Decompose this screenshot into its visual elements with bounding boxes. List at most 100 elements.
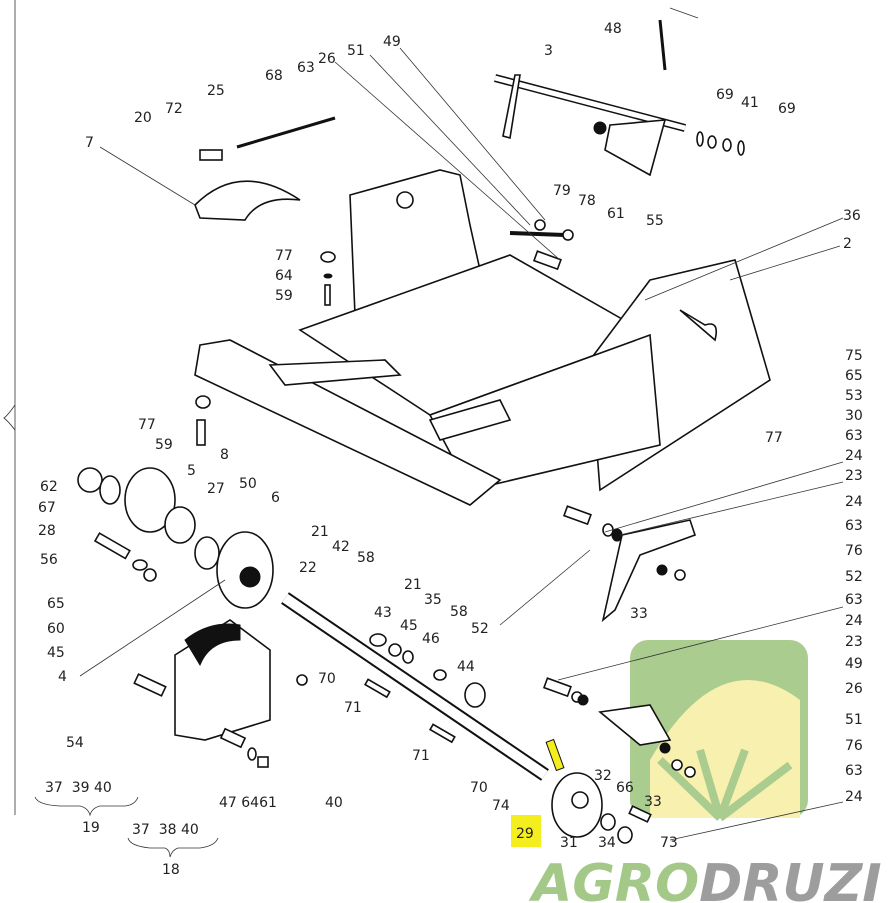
callout: 30 <box>845 408 863 424</box>
leader-lines <box>79 47 844 841</box>
callout: 23 <box>845 468 863 484</box>
callout: 78 <box>578 193 596 209</box>
watermark-logo <box>630 640 808 822</box>
callout: 6 <box>271 490 280 506</box>
lever-assembly <box>493 7 745 271</box>
callout: 70 <box>470 780 488 796</box>
callout: 76 <box>845 543 863 559</box>
callout: 33 <box>644 794 662 810</box>
callout: 65 <box>845 368 863 384</box>
callout: 69 <box>778 101 796 117</box>
callout: 42 <box>332 539 350 555</box>
callout: 37 38 40 <box>132 822 199 838</box>
callout: 22 <box>299 560 317 576</box>
callout: 51 <box>845 712 863 728</box>
callout: 63 <box>845 428 863 444</box>
callout: 72 <box>165 101 183 117</box>
callout: 23 <box>845 634 863 650</box>
callout: 24 <box>845 494 863 510</box>
callout: 47 6461 <box>219 795 277 811</box>
callout: 43 <box>374 605 392 621</box>
housing-bracket <box>133 619 308 768</box>
callout: 46 <box>422 631 440 647</box>
callout: 18 <box>162 862 180 878</box>
group-brace-19 <box>34 796 139 817</box>
callout: 32 <box>594 768 612 784</box>
callout: 25 <box>207 83 225 99</box>
callout: 56 <box>40 552 58 568</box>
callout: 36 <box>843 208 861 224</box>
callout: 70 <box>318 671 336 687</box>
callout: 63 <box>297 60 315 76</box>
callout: 26 <box>845 681 863 697</box>
callout: 21 <box>404 577 422 593</box>
watermark-text-druzi: DRUZI <box>699 854 881 903</box>
callout: 19 <box>82 820 100 836</box>
group-brace <box>3 404 16 431</box>
callout: 59 <box>275 288 293 304</box>
callout: 31 <box>560 835 578 851</box>
callout: 75 <box>845 348 863 364</box>
callout: 27 <box>207 481 225 497</box>
callout: 63 <box>845 592 863 608</box>
callout-labels: 68 63 26 51 49 3 48 25 72 20 7 69 41 69 … <box>38 21 863 878</box>
callout: 63 <box>845 518 863 534</box>
callout: 28 <box>38 523 56 539</box>
callout: 62 <box>40 479 58 495</box>
callout: 79 <box>553 183 571 199</box>
callout: 58 <box>357 550 375 566</box>
callout: 24 <box>845 448 863 464</box>
callout-highlighted: 29 <box>516 826 534 842</box>
cover-and-rod <box>194 116 336 446</box>
arm-assemblies <box>542 505 697 844</box>
callout: 68 <box>265 68 283 84</box>
callout: 73 <box>660 835 678 851</box>
callout: 52 <box>471 621 489 637</box>
callout: 37 39 40 <box>45 780 112 796</box>
callout: 51 <box>347 43 365 59</box>
callout: 4 <box>58 669 67 685</box>
callout: 58 <box>450 604 468 620</box>
watermark-text-agro: AGRO <box>528 854 699 903</box>
callout: 64 <box>275 268 293 284</box>
callout: 45 <box>47 645 65 661</box>
callout: 44 <box>457 659 475 675</box>
callout: 21 <box>311 524 329 540</box>
callout: 77 <box>765 430 783 446</box>
callout: 49 <box>383 34 401 50</box>
callout: 34 <box>598 835 616 851</box>
callout: 45 <box>400 618 418 634</box>
main-frame <box>194 169 771 506</box>
callout: 61 <box>607 206 625 222</box>
callout: 77 <box>138 417 156 433</box>
callout: 77 <box>275 248 293 264</box>
bearing-assembly <box>77 467 274 609</box>
callout: 74 <box>492 798 510 814</box>
callout: 63 <box>845 763 863 779</box>
callout: 24 <box>845 613 863 629</box>
callout: 48 <box>604 21 622 37</box>
callout: 5 <box>187 463 196 479</box>
callout: 35 <box>424 592 442 608</box>
callout: 66 <box>616 780 634 796</box>
callout: 60 <box>47 621 65 637</box>
callout: 69 <box>716 87 734 103</box>
callout: 26 <box>318 51 336 67</box>
drive-shaft <box>281 592 549 781</box>
callout: 40 <box>325 795 343 811</box>
callout: 65 <box>47 596 65 612</box>
callout: 24 <box>845 789 863 805</box>
highlight-marker <box>511 815 541 847</box>
callout: 2 <box>843 236 852 252</box>
callout: 52 <box>845 569 863 585</box>
callout: 33 <box>630 606 648 622</box>
callout: 53 <box>845 388 863 404</box>
callout: 71 <box>412 748 430 764</box>
callout: 41 <box>741 95 759 111</box>
callout: 49 <box>845 656 863 672</box>
callout: 59 <box>155 437 173 453</box>
callout: 54 <box>66 735 84 751</box>
callout: 76 <box>845 738 863 754</box>
